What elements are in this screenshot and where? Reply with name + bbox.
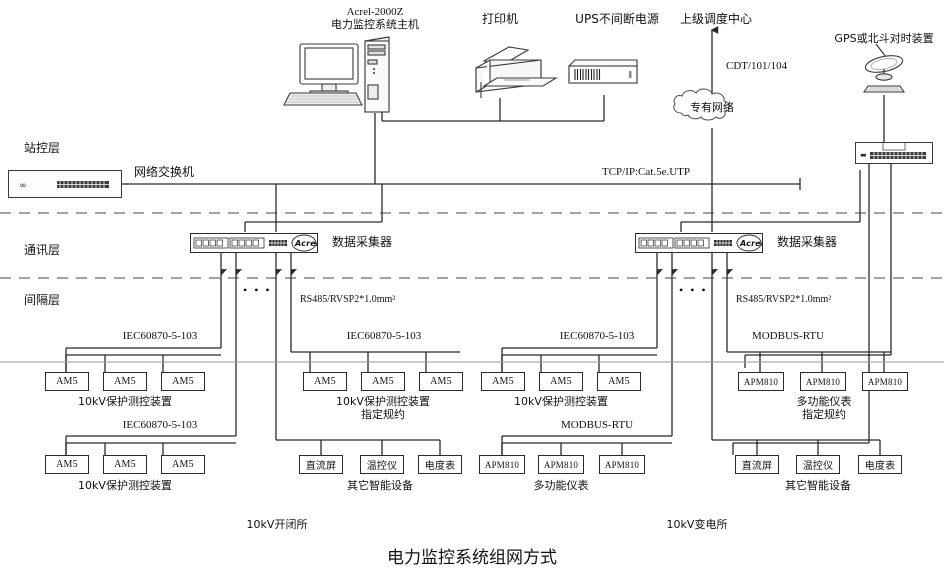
data-collector-right-label: 数据采集器 [777,235,838,249]
device-am5[interactable]: AM5 [161,372,205,391]
device-am5[interactable]: AM5 [361,372,405,391]
device-am5[interactable]: AM5 [481,372,525,391]
grp-7-protocol: MODBUS-RTU [560,419,634,431]
bus-protocol-label-left: RS485/RVSP2*1.0mm² [300,294,396,305]
uplink-protocol-label: CDT/101/104 [726,60,788,72]
grp-2-protocol: IEC60870-5-103 [346,330,422,342]
data-collector-icon: Acrel [638,234,762,252]
host-title: Acrel-2000Z 电力监控系统主机 [331,6,419,31]
device-am5[interactable]: AM5 [161,455,205,474]
device-temp-controller[interactable]: 温控仪 [796,455,840,474]
ups-title: UPS不间断电源 [575,12,659,26]
device-apm810[interactable]: APM810 [738,372,784,391]
grp-3-caption: 10kV保护测控装置 [514,395,608,408]
device-am5[interactable]: AM5 [45,455,89,474]
device-apm810[interactable]: APM810 [862,372,908,391]
private-network-cloud-icon [673,88,730,121]
backbone-protocol-label: TCP/IP:Cat.5e.UTP [601,166,691,178]
ellipsis-left: • • • [243,283,272,297]
data-collector-right-device[interactable]: Acrel [635,233,763,253]
grp-8-caption: 其它智能设备 [785,479,851,492]
grp-6-caption: 其它智能设备 [347,479,413,492]
layer-label-station-control: 站控层 [24,141,61,155]
grp-1-protocol: IEC60870-5-103 [122,330,198,342]
data-collector-left-device[interactable]: Acrel [190,233,318,253]
svg-text:▬: ▬ [860,151,867,159]
device-energy-meter[interactable]: 电度表 [858,455,902,474]
computer-workstation-icon [283,36,390,113]
device-apm810[interactable]: APM810 [479,455,525,474]
device-temp-controller[interactable]: 温控仪 [360,455,404,474]
satellite-dish-icon [862,43,906,93]
cloud-label: 专有网络 [690,101,734,114]
device-dc-panel[interactable]: 直流屏 [735,455,779,474]
device-apm810[interactable]: APM810 [538,455,584,474]
grp-7-caption: 多功能仪表 [533,479,589,492]
device-dc-panel[interactable]: 直流屏 [299,455,343,474]
layer-label-communication: 通讯层 [24,243,61,257]
station-left-label: 10kV开闭所 [246,518,308,531]
grp-5-caption: 10kV保护测控装置 [78,479,172,492]
device-apm810[interactable]: APM810 [800,372,846,391]
grp-2-caption: 10kV保护测控装置 指定规约 [336,395,430,421]
device-am5[interactable]: AM5 [45,372,89,391]
data-collector-left-label: 数据采集器 [332,235,393,249]
figure-title: 电力监控系统组网方式 [387,548,557,568]
gps-title: GPS或北斗对时装置 [834,32,934,45]
device-am5[interactable]: AM5 [103,372,147,391]
svg-text:Acrel: Acrel [739,239,762,248]
data-collector-icon: Acrel [193,234,317,252]
layer-label-bay: 间隔层 [24,293,61,307]
grp-1-caption: 10kV保护测控装置 [78,395,172,408]
ups-icon [568,59,638,84]
bus-protocol-label-right: RS485/RVSP2*1.0mm² [736,294,832,305]
station-right-label: 10kV变电所 [666,518,728,531]
device-am5[interactable]: AM5 [539,372,583,391]
grp-3-protocol: IEC60870-5-103 [559,330,635,342]
gps-switch-icon: ▬ [860,143,926,159]
device-apm810[interactable]: APM810 [599,455,645,474]
grp-4-protocol: MODBUS-RTU [751,330,825,342]
device-am5[interactable]: AM5 [103,455,147,474]
device-energy-meter[interactable]: 电度表 [418,455,462,474]
grp-5-protocol: IEC60870-5-103 [122,419,198,431]
svg-text:∞: ∞ [19,181,27,191]
printer-icon [475,46,558,98]
ellipsis-right: • • • [679,283,708,297]
device-am5[interactable]: AM5 [419,372,463,391]
grp-4-caption: 多功能仪表 指定规约 [796,395,852,421]
device-am5[interactable]: AM5 [597,372,641,391]
gps-time-switch-device[interactable]: ▬ [855,142,933,164]
network-switch-label: 网络交换机 [134,165,195,179]
network-switch-icon: ∞ [19,181,109,191]
svg-text:Acrel: Acrel [294,239,317,248]
dispatch-center-title: 上级调度中心 [679,12,753,26]
network-switch-device[interactable]: ∞ [8,170,122,198]
printer-title: 打印机 [481,12,519,26]
device-am5[interactable]: AM5 [303,372,347,391]
